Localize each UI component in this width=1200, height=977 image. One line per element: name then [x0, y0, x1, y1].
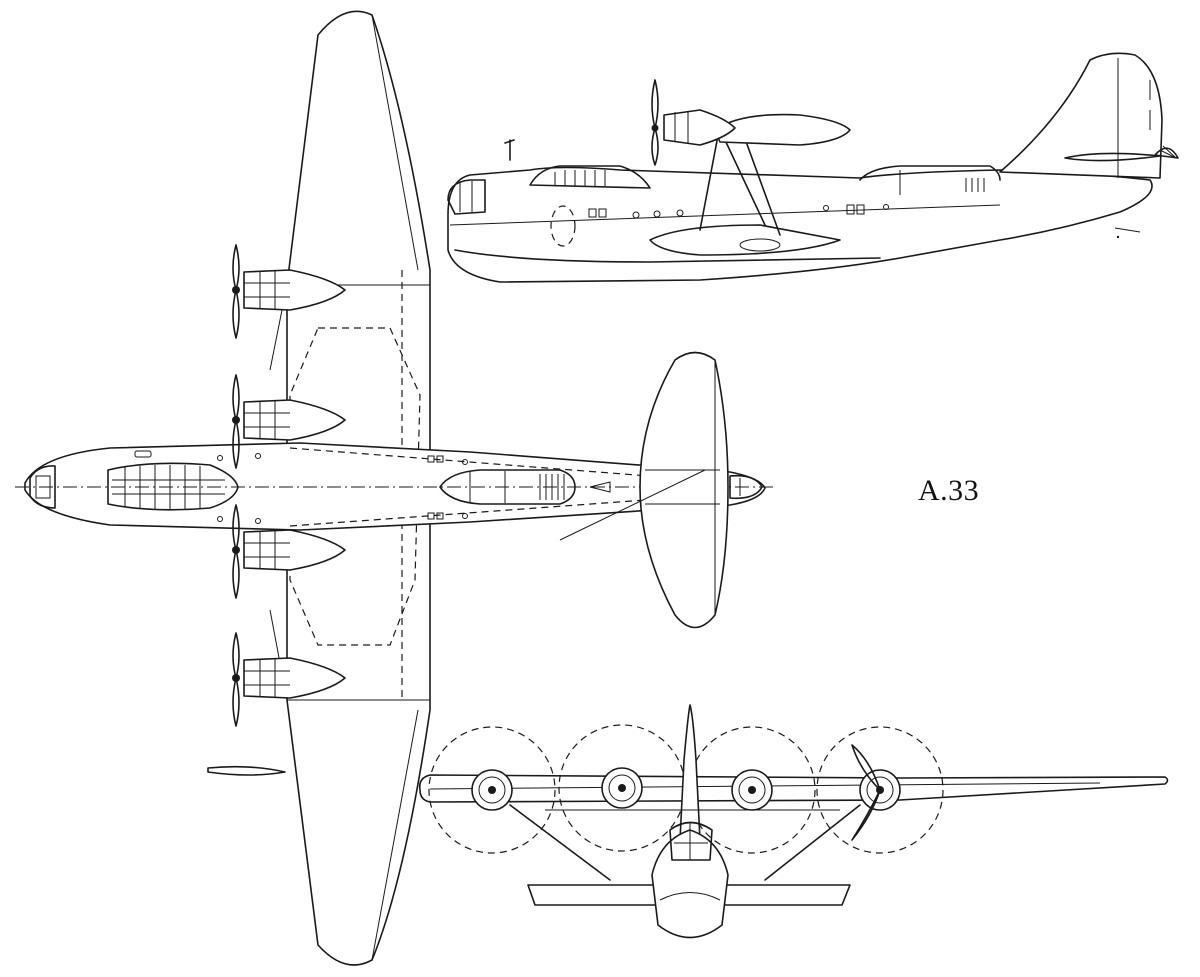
- front-strut-right: [764, 804, 861, 881]
- engine-nacelle-2: [243, 399, 346, 441]
- tail-bracing-line: [559, 469, 706, 541]
- front-prop-disc-1: [428, 726, 556, 854]
- side-strut-diagonal: [724, 139, 766, 226]
- wing-leading-edge-line-lower: [371, 709, 419, 961]
- side-tail-turret: [1154, 147, 1179, 159]
- front-propeller-blades: [851, 744, 881, 841]
- side-fin: [999, 52, 1163, 179]
- side-hull: [447, 166, 1153, 283]
- side-strut-front: [699, 124, 721, 231]
- side-door-dashed: [550, 205, 576, 247]
- side-tail-turret-frames: [1159, 145, 1177, 159]
- hull-ports: [217, 453, 468, 524]
- front-engine-3: [731, 769, 773, 811]
- side-cockpit: [529, 165, 651, 189]
- side-dorsal-fairing: [859, 165, 1001, 181]
- engine-nacelle-1: [243, 269, 346, 311]
- side-wing-section: [714, 113, 851, 146]
- side-engine-nacelle: [663, 109, 736, 146]
- hull-chine-dashed-bottom: [289, 495, 701, 527]
- front-cockpit: [669, 821, 713, 861]
- front-prop-disc-4: [816, 726, 944, 854]
- front-engine-2: [601, 767, 643, 809]
- canopy-frames: [112, 465, 225, 510]
- front-sponson-right: [714, 884, 851, 906]
- side-chine-line: [454, 249, 881, 263]
- side-hull-sheer-line: [449, 204, 1001, 226]
- print-speck: [1116, 235, 1120, 239]
- cockpit-canopy: [107, 462, 239, 511]
- side-aerial-tip: [504, 139, 515, 144]
- side-sponson-detail: [739, 238, 781, 252]
- hull-chine-dashed-top: [289, 447, 701, 481]
- propeller-3: [232, 504, 240, 599]
- side-view: [447, 52, 1179, 283]
- propeller-2: [232, 374, 240, 469]
- side-cockpit-frames: [554, 170, 606, 186]
- propeller-1: [232, 244, 240, 339]
- side-engine-cowl-lines: [674, 111, 689, 143]
- dorsal-hatch-grille: [539, 474, 565, 500]
- front-sponson-left: [527, 884, 661, 906]
- dorsal-gun-position: [439, 469, 576, 505]
- drawing-designation-label: A.33: [918, 474, 980, 507]
- side-dorsal-grille: [965, 178, 985, 192]
- nose-turret-frame: [35, 475, 51, 499]
- front-strut-left: [509, 804, 611, 881]
- engine-nacelle-3: [243, 529, 346, 571]
- engine-nacelle-4: [243, 657, 346, 699]
- propeller-4: [232, 632, 240, 727]
- wing-leading-edge-line: [371, 14, 419, 271]
- side-propeller: [651, 79, 659, 166]
- front-view: [418, 704, 1169, 939]
- front-hull-chine: [659, 892, 721, 901]
- front-engine-1: [471, 769, 513, 811]
- plan-wingtip-float: [207, 765, 286, 776]
- front-fin: [679, 704, 701, 841]
- side-windows: [588, 204, 889, 219]
- side-sponson: [649, 224, 841, 256]
- tail-turret: [729, 474, 763, 500]
- astrodome-hatch: [134, 450, 152, 458]
- nose-turret: [29, 465, 56, 509]
- plan-view: [15, 10, 775, 966]
- tail-fairing-mark: [589, 481, 611, 493]
- side-trailing-mark: [1114, 227, 1141, 233]
- front-cockpit-frames: [674, 822, 708, 860]
